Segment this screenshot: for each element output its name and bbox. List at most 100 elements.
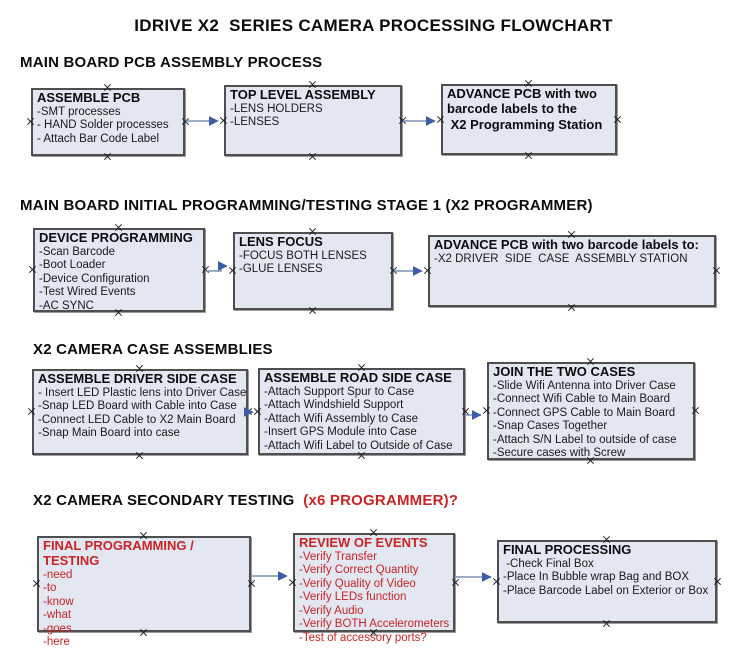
box-title: DEVICE PROGRAMMING <box>39 230 193 245</box>
connection-point-icon <box>524 151 533 160</box>
connection-point-icon <box>398 116 407 125</box>
box-title: ADVANCE PCB with two barcode labels to t… <box>447 86 597 116</box>
box-line: -know <box>43 595 74 608</box>
box-line: -Verify Quality of Video <box>299 577 416 590</box>
connection-point-icon <box>691 406 700 415</box>
box-line: -Verify Correct Quantity <box>299 564 419 577</box>
flow-box-advance-pcb-programming-station[interactable]: ADVANCE PCB with two barcode labels to t… <box>441 84 617 155</box>
box-line: -Test of accessory ports? <box>299 631 427 644</box>
box-line: -Verify LEDs function <box>299 591 407 604</box>
flow-box-review-of-events[interactable]: REVIEW OF EVENTS -Verify Transfer-Verify… <box>293 533 455 644</box>
box-line: -Connect Wifi Cable to Main Board <box>493 393 671 406</box>
connection-point-icon <box>253 407 262 416</box>
connection-point-icon <box>247 579 256 588</box>
connection-point-icon <box>308 306 317 315</box>
box-line: -SMT processes <box>37 105 121 118</box>
box-line: -Snap Main Board into case <box>38 427 180 440</box>
box-body: -SMT processes- HAND Solder processes- A… <box>37 106 179 147</box>
connection-point-icon <box>244 407 253 416</box>
flow-box-device-programming[interactable]: DEVICE PROGRAMMING -Scan Barcode-Boot Lo… <box>33 228 205 312</box>
box-line: -X2 DRIVER SIDE CASE ASSEMBLY STATION <box>434 252 688 265</box>
page-title: IDRIVE X2 SERIES CAMERA PROCESSING FLOWC… <box>134 16 613 35</box>
flow-box-assemble-driver-side-case[interactable]: ASSEMBLE DRIVER SIDE CASE - Insert LED P… <box>32 369 248 455</box>
section-heading-initial-programming: MAIN BOARD INITIAL PROGRAMMING/TESTING S… <box>20 197 593 214</box>
connection-point-icon <box>389 266 398 275</box>
box-line: -Insert GPS Module into Case <box>264 426 417 439</box>
box-body: -Check Final Box-Place In Bubble wrap Ba… <box>503 558 711 599</box>
box-line: -need <box>43 568 73 581</box>
section-heading-text: MAIN BOARD INITIAL PROGRAMMING/TESTING S… <box>20 197 593 214</box>
connection-point-icon <box>567 303 576 312</box>
box-title: FINAL PROGRAMMING / TESTING <box>43 538 194 568</box>
box-title: REVIEW OF EVENTS <box>299 535 428 550</box>
connection-point-icon <box>308 152 317 161</box>
box-line: -to <box>43 582 57 595</box>
connection-point-icon <box>613 115 622 124</box>
box-line: -Scan Barcode <box>39 245 116 258</box>
connection-point-icon <box>181 117 190 126</box>
box-body: -FOCUS BOTH LENSES-GLUE LENSES <box>239 250 387 277</box>
connection-point-icon <box>28 265 37 274</box>
box-body: -Scan Barcode-Boot Loader-Device Configu… <box>39 246 199 314</box>
connection-point-icon <box>135 451 144 460</box>
connection-point-icon <box>219 116 228 125</box>
arrow-device-programming-to-lens-focus <box>206 261 228 272</box>
connection-point-icon <box>228 266 237 275</box>
box-title: ASSEMBLE PCB <box>37 90 141 105</box>
connection-point-icon <box>492 577 501 586</box>
box-body: -need-to-know-what-goes-here <box>43 569 245 650</box>
connection-point-icon <box>461 407 470 416</box>
box-line: -Boot Loader <box>39 259 106 272</box>
box-line: -Attach Wifi Assembly to Case <box>264 412 419 425</box>
connection-point-icon <box>602 619 611 628</box>
connection-point-icon <box>712 266 721 275</box>
box-line: -Slide Wifi Antenna into Driver Case <box>493 379 676 392</box>
flow-box-final-processing[interactable]: FINAL PROCESSING -Check Final Box-Place … <box>497 540 717 623</box>
flow-box-advance-pcb-driver-side-station[interactable]: ADVANCE PCB with two barcode labels to: … <box>428 235 716 307</box>
box-line: -Attach Support Spur to Case <box>264 385 415 398</box>
box-line: -Secure cases with Screw <box>493 447 626 460</box>
box-title: ADVANCE PCB with two barcode labels to: <box>434 237 699 252</box>
box-line: -goes <box>43 622 72 635</box>
box-title: LENS FOCUS <box>239 234 323 249</box>
box-body: -Verify Transfer-Verify Correct Quantity… <box>299 551 449 646</box>
box-title: ASSEMBLE DRIVER SIDE CASE <box>38 371 237 386</box>
connection-point-icon <box>201 265 210 274</box>
box-title: JOIN THE TWO CASES <box>493 364 636 379</box>
connection-point-icon <box>288 578 297 587</box>
connection-point-icon <box>482 406 491 415</box>
connection-point-icon <box>436 115 445 124</box>
box-line: -Verify BOTH Accelerometers <box>299 618 450 631</box>
flow-box-assemble-pcb[interactable]: ASSEMBLE PCB -SMT processes- HAND Solder… <box>31 88 185 156</box>
connection-point-icon <box>103 152 112 161</box>
section-heading-text: X2 CAMERA SECONDARY TESTING <box>33 492 299 509</box>
box-line: -FOCUS BOTH LENSES <box>239 249 367 262</box>
flow-box-final-programming-testing[interactable]: FINAL PROGRAMMING / TESTING -need-to-kno… <box>37 536 251 648</box>
box-body: -X2 DRIVER SIDE CASE ASSEMBLY STATION <box>434 253 710 267</box>
box-body: -LENS HOLDERS-LENSES <box>230 103 396 130</box>
flow-box-assemble-road-side-case[interactable]: ASSEMBLE ROAD SIDE CASE -Attach Support … <box>258 368 465 455</box>
section-heading-red-text: (x6 PROGRAMMER)? <box>298 492 459 509</box>
box-title: TOP LEVEL ASSEMBLY <box>230 87 376 102</box>
box-line: -Connect GPS Cable to Main Board <box>493 406 676 419</box>
box-body: -Attach Support Spur to Case-Attach Wind… <box>264 386 459 454</box>
box-line: -Attach Windshield Support <box>264 399 404 412</box>
box-body: -Slide Wifi Antenna into Driver Case-Con… <box>493 380 689 461</box>
box-line: -here <box>43 636 70 649</box>
box-line: - Insert LED Plastic lens into Driver Ca… <box>38 386 247 399</box>
box-line: -GLUE LENSES <box>239 263 323 276</box>
box-line: -what <box>43 609 72 622</box>
connection-point-icon <box>26 117 35 126</box>
box-line: - Attach Bar Code Label <box>37 132 160 145</box>
box-line: -Test Wired Events <box>39 286 136 299</box>
connection-point-icon <box>713 577 722 586</box>
connection-point-icon <box>451 578 460 587</box>
flow-box-lens-focus[interactable]: LENS FOCUS -FOCUS BOTH LENSES-GLUE LENSE… <box>233 232 393 310</box>
section-heading-text: X2 CAMERA CASE ASSEMBLIES <box>33 341 273 358</box>
flow-box-join-the-two-cases[interactable]: JOIN THE TWO CASES -Slide Wifi Antenna i… <box>487 362 695 460</box>
box-line: -Connect LED Cable to X2 Main Board <box>38 413 236 426</box>
box-line: -LENS HOLDERS <box>230 102 323 115</box>
connection-point-icon <box>27 407 36 416</box>
flow-box-top-level-assembly[interactable]: TOP LEVEL ASSEMBLY -LENS HOLDERS-LENSES <box>224 85 402 156</box>
